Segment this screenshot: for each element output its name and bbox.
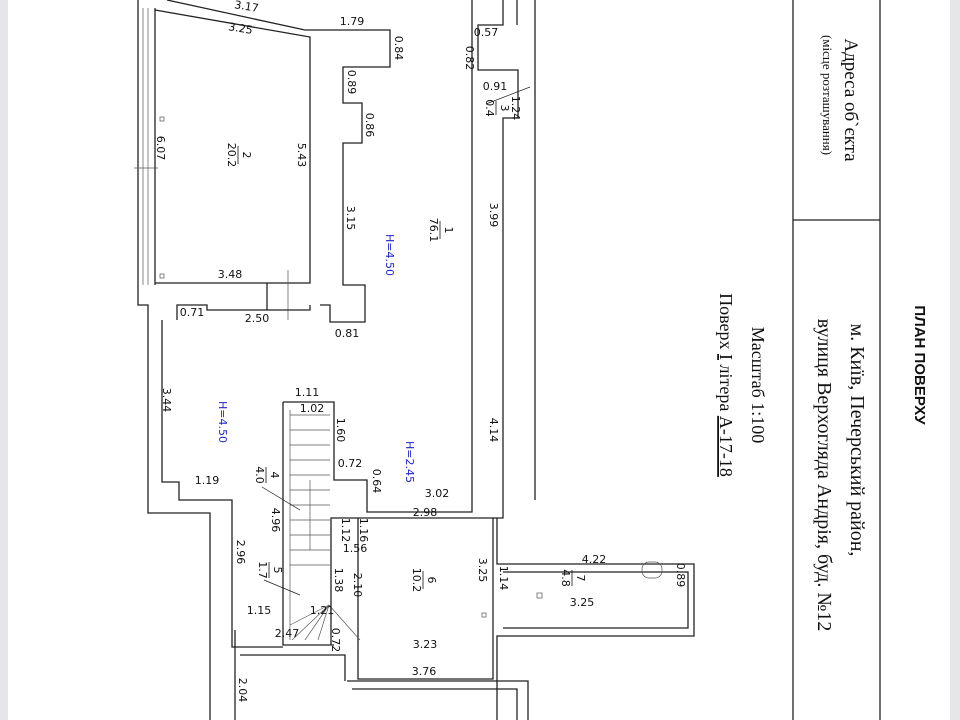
ceiling-height-label: H=4.50 <box>383 234 396 276</box>
dimension-label: 3.17 <box>233 0 259 15</box>
ceiling-height-label: H=4.50 <box>216 401 229 443</box>
dimension-label: 3.25 <box>476 558 489 583</box>
room-number: 3 <box>498 105 511 112</box>
dimension-label: 4.96 <box>269 508 282 533</box>
fixtures <box>159 116 663 618</box>
dimension-label: 2.47 <box>275 627 300 640</box>
column-marker <box>159 273 165 279</box>
dimension-label: 2.96 <box>234 540 247 565</box>
dimension-label: 1.02 <box>300 402 325 415</box>
column-marker <box>481 612 487 618</box>
room-area: 1.7 <box>256 561 269 579</box>
dimension-label: 1.14 <box>497 566 510 591</box>
floor-label: Поверх I літера А-17-18 <box>716 293 736 477</box>
left-margin-strip <box>0 0 8 720</box>
dimension-label: 1.79 <box>340 15 365 28</box>
dimension-label: 2.98 <box>413 506 438 519</box>
toilet-icon <box>641 561 663 579</box>
dimension-label: 1.21 <box>310 604 335 617</box>
dimension-label: 1.19 <box>195 474 220 487</box>
dimension-label: 5.43 <box>295 143 308 168</box>
dimension-label: 0.82 <box>463 46 476 71</box>
address-sublabel: (місце розташування) <box>820 35 835 155</box>
room-6-label: 6 10.2 <box>410 568 438 593</box>
dimension-label: 0.57 <box>474 26 499 39</box>
room-number: 6 <box>425 577 438 584</box>
dimension-label: 3.48 <box>218 268 243 281</box>
room-number: 4 <box>268 472 281 479</box>
title-block: ПЛАН ПОВЕРХУ Адреса об`єкта (місце розта… <box>716 0 928 720</box>
room-number: 7 <box>574 575 587 582</box>
address-line-1: м. Київ, Печерський район, <box>846 324 868 557</box>
dimension-label: 6.07 <box>154 136 167 161</box>
dimension-label: 0.71 <box>180 306 205 319</box>
dimension-label: 1.16 <box>357 518 370 543</box>
dimension-label: 1.56 <box>343 542 368 555</box>
dimension-label: 3.15 <box>344 206 357 231</box>
dimension-label: 0.89 <box>345 70 358 95</box>
dimension-label: 2.50 <box>245 312 270 325</box>
dimension-label: 1.60 <box>334 418 347 443</box>
dimension-label: 0.91 <box>483 80 508 93</box>
room-3-label: 3 0.4 <box>483 99 511 117</box>
dimension-labels: 3.17 3.25 1.79 0.84 0.89 0.86 5.43 6.07 … <box>154 0 687 702</box>
room-number: 2 <box>240 152 253 159</box>
dimension-label: 0.72 <box>338 457 363 470</box>
room-2-label: 2 20.2 <box>225 143 253 168</box>
dimension-label: 1.11 <box>295 386 320 399</box>
dimension-label: 3.25 <box>227 20 253 37</box>
room-4-label: 4 4.0 <box>253 466 281 484</box>
right-margin-strip <box>950 0 960 720</box>
dimension-label: 3.02 <box>425 487 450 500</box>
room-5-label: 5 1.7 <box>256 561 284 579</box>
address-line-2: вулиця Верхогляда Андрія, буд. №12 <box>813 319 835 632</box>
walls <box>134 0 695 720</box>
dimension-label: 1.15 <box>247 604 272 617</box>
room-area: 10.2 <box>410 568 423 593</box>
scale-label: Масштаб 1:100 <box>748 327 768 444</box>
dimension-label: 2.10 <box>351 573 364 598</box>
dimension-label: 3.25 <box>570 596 595 609</box>
room-7-label: 7 4.8 <box>559 569 587 587</box>
staircase <box>261 86 531 641</box>
room-number: 5 <box>271 567 284 574</box>
dimension-label: 0.84 <box>392 36 405 61</box>
dimension-label: 1.24 <box>509 96 522 121</box>
room-area: 4.8 <box>559 569 572 587</box>
room-area: 76.1 <box>427 218 440 243</box>
dimension-label: 4.22 <box>582 553 607 566</box>
room-labels: 1 76.1 2 20.2 3 0.4 4 4.0 5 1.7 6 10.2 <box>225 99 587 592</box>
room-1-label: 1 76.1 <box>427 218 455 243</box>
dimension-label: 4.14 <box>487 418 500 443</box>
room-area: 0.4 <box>483 99 496 117</box>
dimension-label: 3.99 <box>487 203 500 228</box>
dimension-label: 0.72 <box>329 628 342 653</box>
dimension-label: 0.64 <box>370 469 383 494</box>
plan-title: ПЛАН ПОВЕРХУ <box>911 305 928 425</box>
height-labels: H=4.50 H=4.50 H=2.45 <box>216 234 416 483</box>
dimension-label: 1.12 <box>339 518 352 543</box>
dimension-label: 1.38 <box>332 568 345 593</box>
dimension-label: 0.86 <box>363 113 376 138</box>
dimension-label: 3.76 <box>412 665 437 678</box>
ceiling-height-label: H=2.45 <box>403 441 416 483</box>
dimension-label: 3.44 <box>160 388 173 413</box>
dimension-label: 0.81 <box>335 327 360 340</box>
dimension-label: 3.23 <box>413 638 438 651</box>
dimension-label: 0.89 <box>674 563 687 588</box>
column-marker <box>536 592 543 599</box>
room-area: 4.0 <box>253 466 266 484</box>
room-number: 1 <box>442 227 455 234</box>
room-area: 20.2 <box>225 143 238 168</box>
dimension-label: 2.04 <box>236 678 249 703</box>
address-label: Адреса об`єкта <box>840 38 861 162</box>
column-marker <box>159 116 165 122</box>
